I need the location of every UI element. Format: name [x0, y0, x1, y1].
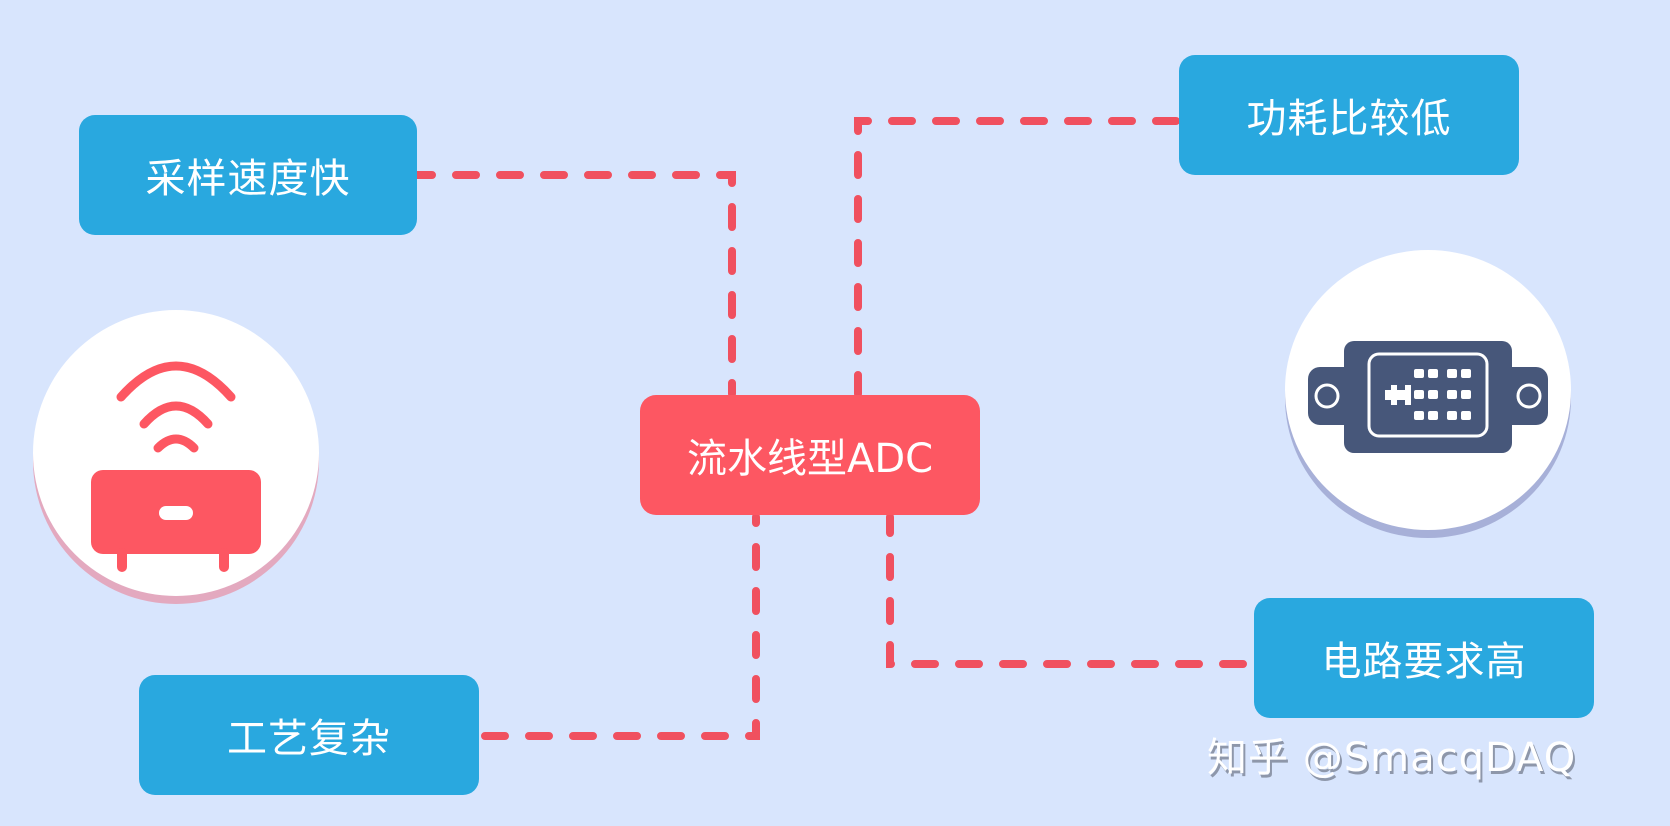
feature-label: 功耗比较低	[1246, 96, 1452, 142]
center-node: 流水线型ADC	[640, 395, 980, 515]
feature-box-top-left: 采样速度快	[79, 115, 417, 235]
feature-box-bottom-left: 工艺复杂	[139, 675, 479, 795]
feature-box-top-right: 功耗比较低	[1179, 55, 1519, 175]
connector-bottom-left	[481, 513, 760, 740]
connector-top-left	[408, 171, 736, 398]
connector-top-right	[854, 117, 1180, 398]
icon-circle-left	[33, 310, 319, 596]
vga-connector-icon	[1308, 341, 1548, 453]
feature-box-bottom-right: 电路要求高	[1254, 598, 1594, 718]
icon-circle-right	[1285, 250, 1571, 530]
center-node-label: 流水线型ADC	[686, 436, 934, 482]
watermark: 知乎 @SmacqDAQ	[1207, 735, 1577, 781]
feature-label: 电路要求高	[1321, 639, 1527, 685]
router-wifi-icon	[91, 361, 261, 572]
feature-label: 采样速度快	[145, 156, 351, 202]
connector-bottom-right	[886, 513, 1247, 668]
feature-label: 工艺复杂	[227, 716, 391, 762]
